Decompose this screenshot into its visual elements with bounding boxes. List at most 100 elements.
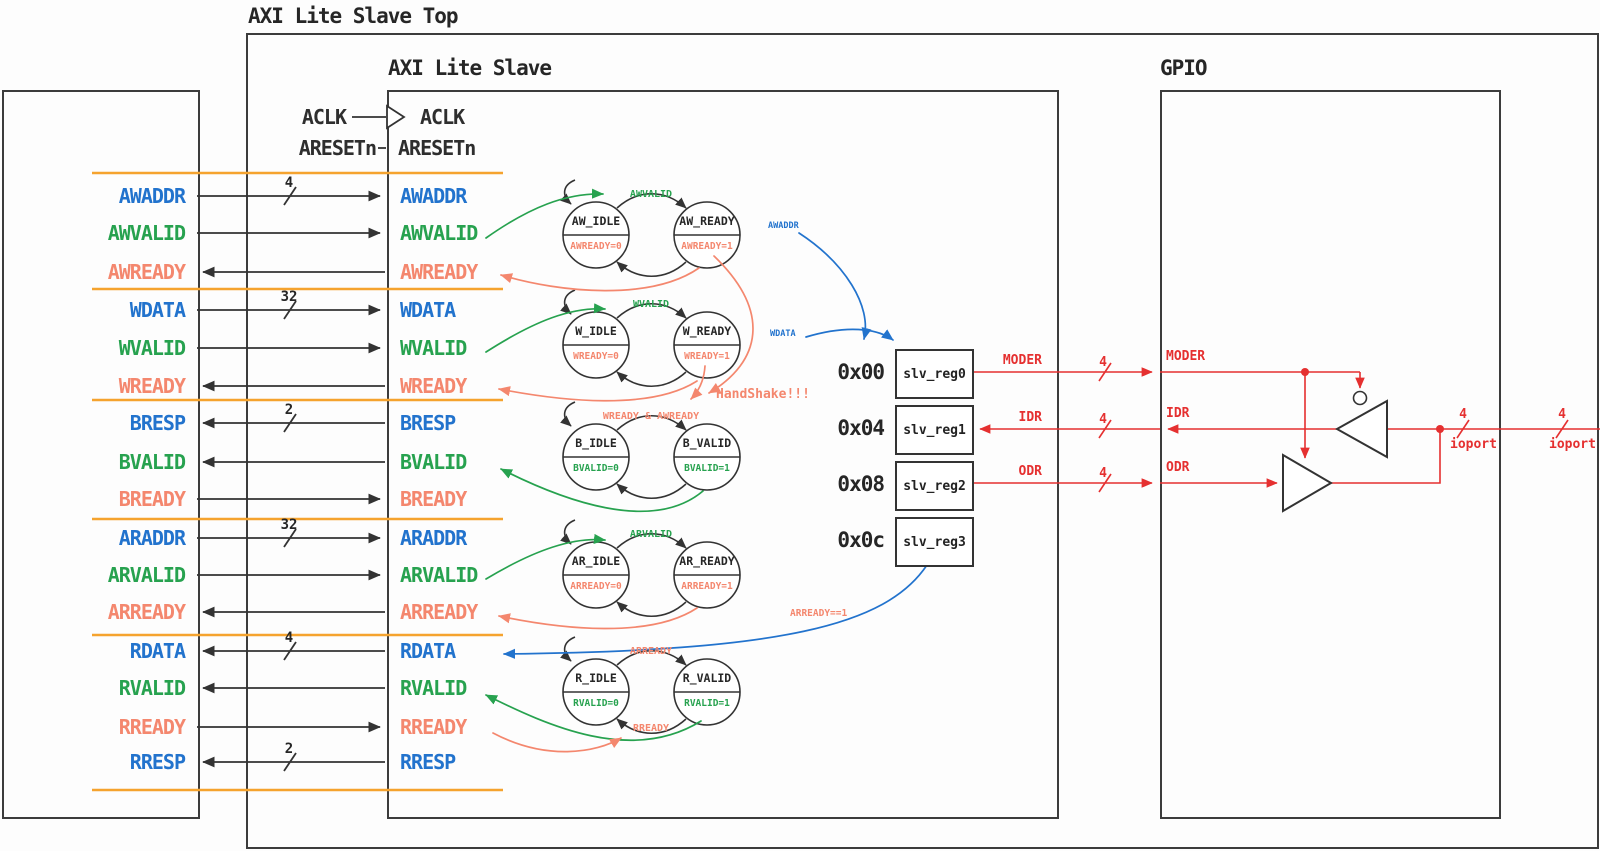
fsm-aw-active-output: AWREADY=1 <box>681 241 733 252</box>
fsm-w-active-output: WREADY=1 <box>684 351 730 362</box>
fsm-ar-idle-output: ARREADY=0 <box>570 581 622 592</box>
signal-label-bresp-slave: BRESP <box>400 411 456 435</box>
clock-edge-icon <box>386 104 406 130</box>
reg0-address: 0x00 <box>837 360 885 384</box>
aclk-label-inner: ACLK <box>420 105 465 129</box>
bus-width-rdata: 4 <box>284 630 294 646</box>
slv-reg2-box: slv_reg2 <box>895 461 974 511</box>
fsm-r-idle-state: R_IDLE <box>575 671 617 685</box>
signal-label-wready-master: WREADY <box>118 374 186 398</box>
signal-label-rresp-slave: RRESP <box>400 750 456 774</box>
page-title: AXI Lite Slave Top <box>248 4 459 28</box>
signal-label-wdata-master: WDATA <box>129 298 186 322</box>
signal-label-rready-master: RREADY <box>118 715 186 739</box>
fsm-b-idle-output: BVALID=0 <box>573 463 619 474</box>
gpio-wiring <box>970 362 1600 493</box>
signal-label-wready-slave: WREADY <box>400 374 467 398</box>
signal-label-bresp-master: BRESP <box>129 411 186 435</box>
fsm-r-idle-output: RVALID=0 <box>573 698 619 709</box>
ioport-width-inner: 4 <box>1459 407 1467 422</box>
bus-width-bresp: 2 <box>284 402 294 418</box>
clock-wires <box>352 104 406 149</box>
fsm-w-idle-output: WREADY=0 <box>573 351 619 362</box>
signal-label-bvalid-slave: BVALID <box>400 450 467 474</box>
reg2-address: 0x08 <box>837 472 885 496</box>
fsm-r-return-label: RREADY <box>632 723 670 734</box>
fsm-r-active-output: RVALID=1 <box>684 698 730 709</box>
odr-label-inner: ODR <box>1166 460 1190 475</box>
signal-label-wvalid-slave: WVALID <box>400 336 467 360</box>
signal-label-rdata-slave: RDATA <box>400 639 456 663</box>
fsm-r-active-state: R_VALID <box>682 671 732 685</box>
axi-lite-slave-top-box <box>246 33 1599 849</box>
signal-label-arvalid-master: ARVALID <box>107 563 186 587</box>
aclk-label-outer: ACLK <box>301 105 347 129</box>
signal-label-awready-slave: AWREADY <box>400 260 478 284</box>
odr-width: 4 <box>1099 466 1107 481</box>
input-buffer-icon <box>1334 399 1388 459</box>
signal-label-awaddr-slave: AWADDR <box>400 184 467 208</box>
idr-label: IDR <box>1018 410 1042 425</box>
ready-annotation-arrows <box>492 255 754 753</box>
signal-label-bready-slave: BREADY <box>400 487 467 511</box>
moder-label: MODER <box>1002 353 1042 368</box>
bus-width-rresp: 2 <box>284 741 294 757</box>
slave-title: AXI Lite Slave <box>388 56 552 80</box>
gpio-buffers <box>1282 390 1388 513</box>
ioport-label-outer: ioport <box>1549 437 1596 452</box>
idr-width: 4 <box>1099 412 1107 427</box>
bus-width-wdata: 32 <box>280 289 298 305</box>
fsm-b-idle-state: B_IDLE <box>575 436 617 450</box>
wdata-hint: WDATA <box>770 329 796 339</box>
fsm-aw-transition-label: AWVALID <box>629 189 673 200</box>
signal-label-awaddr-master: AWADDR <box>118 184 186 208</box>
fsm-aw-idle-state: AW_IDLE <box>571 214 621 228</box>
data-annotation-arrows <box>503 232 928 659</box>
slv-reg1-box: slv_reg1 <box>895 405 974 455</box>
fsm-shapes <box>560 179 741 735</box>
channel-separators <box>92 171 503 792</box>
fsm-ar-transition-label: ARVALID <box>629 529 673 540</box>
fsm-aw-active-state: AW_READY <box>679 214 735 228</box>
signal-label-arvalid-slave: ARVALID <box>400 563 478 587</box>
signal-label-rdata-master: RDATA <box>129 639 186 663</box>
fsm-aw-idle-output: AWREADY=0 <box>570 241 622 252</box>
fsm-ar-idle-state: AR_IDLE <box>571 554 621 568</box>
signal-label-arready-master: ARREADY <box>107 600 186 624</box>
bus-width-awaddr: 4 <box>284 175 294 191</box>
fsm-w-idle-state: W_IDLE <box>575 324 617 338</box>
signal-label-rvalid-master: RVALID <box>118 676 186 700</box>
awaddr-hint: AWADDR <box>768 221 799 231</box>
aresetn-label-outer: ARESETn <box>298 136 377 160</box>
aresetn-label-inner: ARESETn <box>398 136 476 160</box>
reg3-address: 0x0c <box>837 528 885 552</box>
gpio-box <box>1160 90 1501 819</box>
fsm-w-transition-label: WVALID <box>632 299 670 310</box>
slv-reg2-label: slv_reg2 <box>903 478 966 494</box>
inverter-bubble-icon <box>1352 390 1368 406</box>
output-buffer-icon <box>1282 453 1333 513</box>
signal-label-awvalid-slave: AWVALID <box>400 221 478 245</box>
fsm-b-active-state: B_VALID <box>682 436 732 450</box>
slv-reg0-box: slv_reg0 <box>895 349 974 399</box>
moder-label-inner: MODER <box>1166 349 1206 364</box>
signal-label-awvalid-master: AWVALID <box>107 221 186 245</box>
reg1-address: 0x04 <box>837 416 885 440</box>
signal-label-rresp-master: RRESP <box>129 750 186 774</box>
signal-label-bvalid-master: BVALID <box>118 450 186 474</box>
signal-label-awready-master: AWREADY <box>107 260 186 284</box>
master-box <box>2 90 200 819</box>
signal-label-araddr-master: ARADDR <box>118 526 186 550</box>
bus-width-araddr: 32 <box>280 517 298 533</box>
signal-label-rvalid-slave: RVALID <box>400 676 467 700</box>
signal-label-araddr-slave: ARADDR <box>400 526 467 550</box>
signal-label-rready-slave: RREADY <box>400 715 467 739</box>
ioport-width-outer: 4 <box>1558 407 1566 422</box>
fsm-b-active-output: BVALID=1 <box>684 463 730 474</box>
signal-label-bready-master: BREADY <box>118 487 186 511</box>
signal-label-arready-slave: ARREADY <box>400 600 478 624</box>
slv-reg0-label: slv_reg0 <box>903 366 966 382</box>
read-condition-note: ARREADY==1 <box>790 608 848 619</box>
moder-width: 4 <box>1099 355 1107 370</box>
